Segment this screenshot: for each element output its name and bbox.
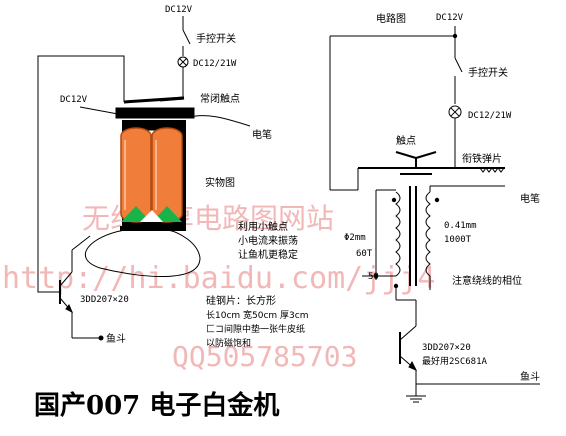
left-fish-label: 鱼斗 xyxy=(106,332,126,345)
core-note-4: 以防磁饱和 xyxy=(206,337,251,349)
physical-labels: DC12V 手控开关 DC12/21W DC12V 常闭触点 电笔 实物图 利用… xyxy=(60,5,309,349)
right-contact-label: 触点 xyxy=(396,134,416,147)
right-transistor-alt: 最好用2SC681A xyxy=(422,355,488,367)
left-supply-side: DC12V xyxy=(60,95,88,105)
circuit-title: 电路图 xyxy=(376,12,406,25)
phase-note: 注意绕线的相位 xyxy=(452,274,522,287)
right-lamp-label: DC12/21W xyxy=(468,111,512,121)
secondary-wire: 0.41mm xyxy=(444,221,477,231)
tap-label: 50 xyxy=(368,272,379,282)
primary-turns: 60T xyxy=(356,249,373,259)
right-fish-label: 鱼斗 xyxy=(520,370,540,383)
schematic xyxy=(329,26,540,403)
watermark-url: http://hi.baidu.com/jjj4 xyxy=(2,261,435,296)
armature-label: 衔铁弹片 xyxy=(462,152,502,165)
left-contact-label: 常闭触点 xyxy=(200,92,240,105)
schematic-dots xyxy=(373,33,458,289)
physical-label: 实物图 xyxy=(205,176,235,189)
watermark-qq: QQ505785703 xyxy=(172,340,357,373)
left-switch-label: 手控开关 xyxy=(196,32,236,45)
right-transistor-label: 3DD207×20 xyxy=(422,343,471,353)
note-line-2: 小电流来振荡 xyxy=(238,234,298,247)
left-pen-label: 电笔 xyxy=(252,128,272,141)
page-title: 国产007 电子白金机 xyxy=(34,390,279,421)
primary-wire: Φ2mm xyxy=(344,233,366,243)
right-switch-label: 手控开关 xyxy=(468,66,508,79)
coil-assembly xyxy=(120,120,186,231)
note-line-1: 利用小触点 xyxy=(238,220,288,233)
core-note-3: 匚コ间隙中垫一张牛皮纸 xyxy=(206,323,305,335)
watermark-site: 无线电享电路图网站 xyxy=(82,202,334,235)
left-transistor-label: 3DD207×20 xyxy=(80,295,129,305)
left-supply-top: DC12V xyxy=(165,5,193,15)
left-lamp-label: DC12/21W xyxy=(193,59,237,69)
physical-diagram xyxy=(37,16,251,293)
note-line-3: 让鱼机更稳定 xyxy=(238,248,298,261)
right-pen-label: 电笔 xyxy=(520,192,540,205)
watermark: 无线电享电路图网站 http://hi.baidu.com/jjj4 QQ505… xyxy=(2,202,435,373)
secondary-turns: 1000T xyxy=(444,235,472,245)
right-supply-top: DC12V xyxy=(436,13,464,23)
core-note-1: 硅钢片：长方形 xyxy=(206,294,276,307)
schematic-labels: 电路图 DC12V 手控开关 DC12/21W 触点 衔铁弹片 电笔 Φ2mm … xyxy=(344,12,540,383)
physical-wiring xyxy=(59,229,201,341)
core-note-2: 长10cm 宽50cm 厚3cm xyxy=(206,309,309,321)
